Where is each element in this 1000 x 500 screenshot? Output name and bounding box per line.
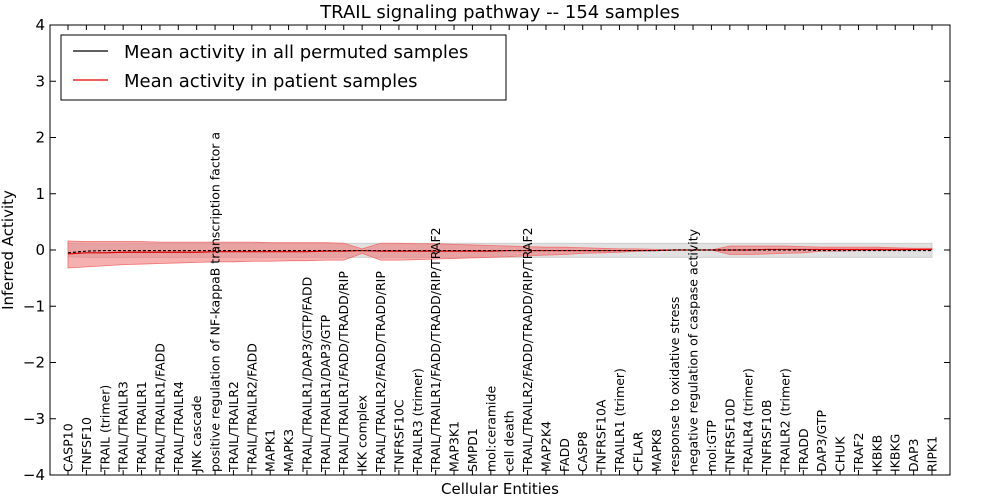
y-tick-label: −2 — [23, 354, 45, 372]
x-tick-label: IKK complex — [355, 395, 370, 472]
x-tick-label: TNFRSF10C — [391, 399, 406, 473]
x-tick-label: IKBKB — [869, 435, 884, 472]
x-tick-label: TNFRSF10D — [722, 398, 737, 473]
y-tick-label: 4 — [35, 16, 45, 34]
x-tick-label: TNFRSF10B — [759, 400, 774, 473]
x-tick-label: cell death — [502, 410, 517, 472]
x-tick-label: TRAF2 — [851, 432, 866, 473]
x-tick-label: response to oxidative stress — [667, 297, 682, 472]
legend: Mean activity in all permuted samples Me… — [60, 34, 507, 101]
y-tick-label: 0 — [35, 241, 45, 259]
x-tick-label: TRAIL/TRAILR1/FADD/TRADD/RIP/TRAF2 — [428, 227, 443, 473]
y-tick-label: 2 — [35, 129, 45, 147]
x-tick-label: TRAIL/TRAILR2 — [226, 381, 241, 473]
x-tick-label: TRAILR1 (trimer) — [612, 368, 627, 473]
x-tick-label: TRAILR3 (trimer) — [410, 368, 425, 473]
x-tick-label: CFLAR — [630, 431, 645, 472]
series-lines — [67, 248, 932, 255]
x-tick-label: FADD — [557, 438, 572, 472]
legend-box — [60, 34, 507, 101]
x-tick-label: negative regulation of caspase activity — [686, 228, 701, 472]
x-tick-label: MAPK1 — [263, 429, 278, 472]
x-tick-label: TRAIL (trimer) — [97, 385, 112, 473]
x-tick-label: TRADD — [796, 428, 811, 473]
x-tick-label: TRAIL/TRAILR2/FADD/TRADD/RIP — [373, 271, 388, 473]
x-tick-label: MAP2K4 — [538, 421, 553, 472]
x-tick-label: TRAILR2 (trimer) — [777, 368, 792, 473]
x-tick-label: positive regulation of NF-kappaB transcr… — [208, 132, 223, 472]
y-tick-label: −1 — [23, 297, 45, 315]
x-tick-label: mol:ceramide — [483, 386, 498, 472]
x-tick-label: TNFSF10 — [79, 417, 94, 473]
x-tick-label: TRAIL/TRAILR3 — [116, 381, 131, 473]
x-tick-label: TRAIL/TRAILR1/FADD — [152, 343, 167, 473]
x-tick-label: IKBKG — [888, 434, 903, 472]
x-tick-label: TNFRSF10A — [594, 399, 609, 473]
x-tick-label: JNK cascade — [189, 395, 204, 473]
y-axis-label: Inferred Activity — [0, 190, 17, 310]
x-tick-label: MAPK3 — [281, 429, 296, 472]
x-axis-ticks — [67, 25, 933, 475]
x-tick-label: TRAIL/TRAILR1/DAP3/GTP — [318, 314, 333, 473]
x-tick-label: TRAILR4 (trimer) — [741, 368, 756, 473]
x-tick-label: CASP8 — [575, 431, 590, 472]
legend-label-permuted: Mean activity in all permuted samples — [124, 42, 468, 63]
x-tick-label: CHUK — [833, 436, 848, 472]
x-tick-label: DAP3 — [906, 439, 921, 472]
chart-title: TRAIL signaling pathway -- 154 samples — [319, 2, 680, 23]
x-tick-label: TRAIL/TRAILR2/FADD — [244, 343, 259, 473]
x-tick-label: RIPK1 — [925, 436, 940, 472]
x-tick-label: TRAIL/TRAILR1/DAP3/GTP/FADD — [299, 277, 314, 473]
x-tick-label: mol:GTP — [704, 420, 719, 472]
y-tick-label: 3 — [35, 72, 45, 90]
x-tick-label: DAP3/GTP — [814, 409, 829, 472]
x-tick-label: TRAIL/TRAILR1/FADD/TRADD/RIP — [336, 271, 351, 473]
legend-label-patient: Mean activity in patient samples — [124, 71, 418, 92]
permuted-mean-line — [67, 249, 932, 254]
y-tick-label: −4 — [23, 466, 45, 484]
x-axis-label: Cellular Entities — [441, 480, 559, 498]
x-tick-label: TRAIL/TRAILR4 — [171, 381, 186, 473]
x-tick-label: MAP3K1 — [447, 421, 462, 472]
x-tick-label: SMPD1 — [465, 428, 480, 472]
x-tick-label: TRAIL/TRAILR2/FADD/TRADD/RIP/TRAF2 — [520, 227, 535, 473]
y-tick-label: 1 — [35, 185, 45, 203]
x-tick-label: TRAIL/TRAILR1 — [134, 381, 149, 473]
x-tick-label: CASP10 — [61, 423, 76, 472]
x-tick-label: MAPK8 — [649, 429, 664, 472]
y-tick-label: −3 — [23, 410, 45, 428]
y-axis-ticks: −4 −3 −2 −1 0 1 2 3 4 — [23, 16, 950, 484]
